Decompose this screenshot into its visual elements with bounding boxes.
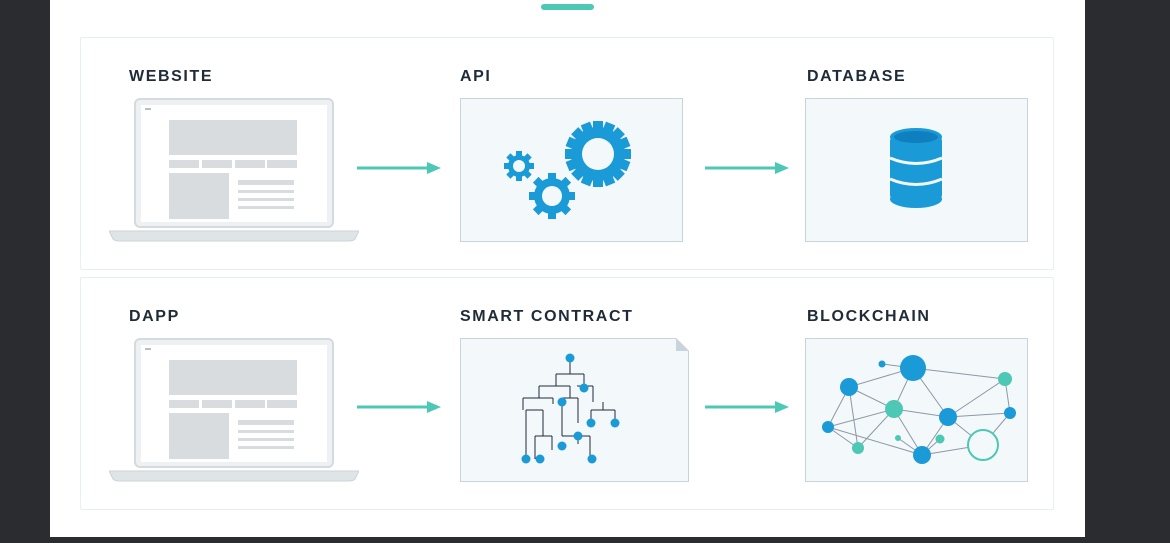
arrow-right-icon bbox=[705, 400, 789, 414]
label-smart-contract: SMART CONTRACT bbox=[460, 308, 634, 325]
blockchain-box bbox=[805, 338, 1028, 482]
api-box bbox=[460, 98, 683, 242]
arrow-right-icon bbox=[357, 400, 441, 414]
accent-bar bbox=[541, 4, 594, 10]
arrow-right-icon bbox=[357, 161, 441, 175]
arrow-right-icon bbox=[705, 161, 789, 175]
page: WEBSITE API DATABASE bbox=[50, 0, 1085, 537]
laptop-icon bbox=[109, 98, 359, 243]
gears-icon bbox=[504, 121, 631, 219]
label-website: WEBSITE bbox=[129, 68, 214, 85]
smart-contract-box bbox=[460, 338, 690, 483]
database-box bbox=[805, 98, 1028, 242]
row-decentralized: DAPP SMART CONTRACT BLOCKCHAIN bbox=[80, 277, 1054, 510]
database-icon bbox=[889, 128, 943, 208]
contract-tree-icon bbox=[460, 338, 689, 482]
label-dapp: DAPP bbox=[129, 308, 180, 325]
label-api: API bbox=[460, 68, 492, 85]
row-traditional: WEBSITE API DATABASE bbox=[80, 37, 1054, 270]
network-graph-icon bbox=[822, 355, 1016, 464]
label-blockchain: BLOCKCHAIN bbox=[807, 308, 931, 325]
label-database: DATABASE bbox=[807, 68, 907, 85]
laptop-icon bbox=[109, 338, 359, 483]
